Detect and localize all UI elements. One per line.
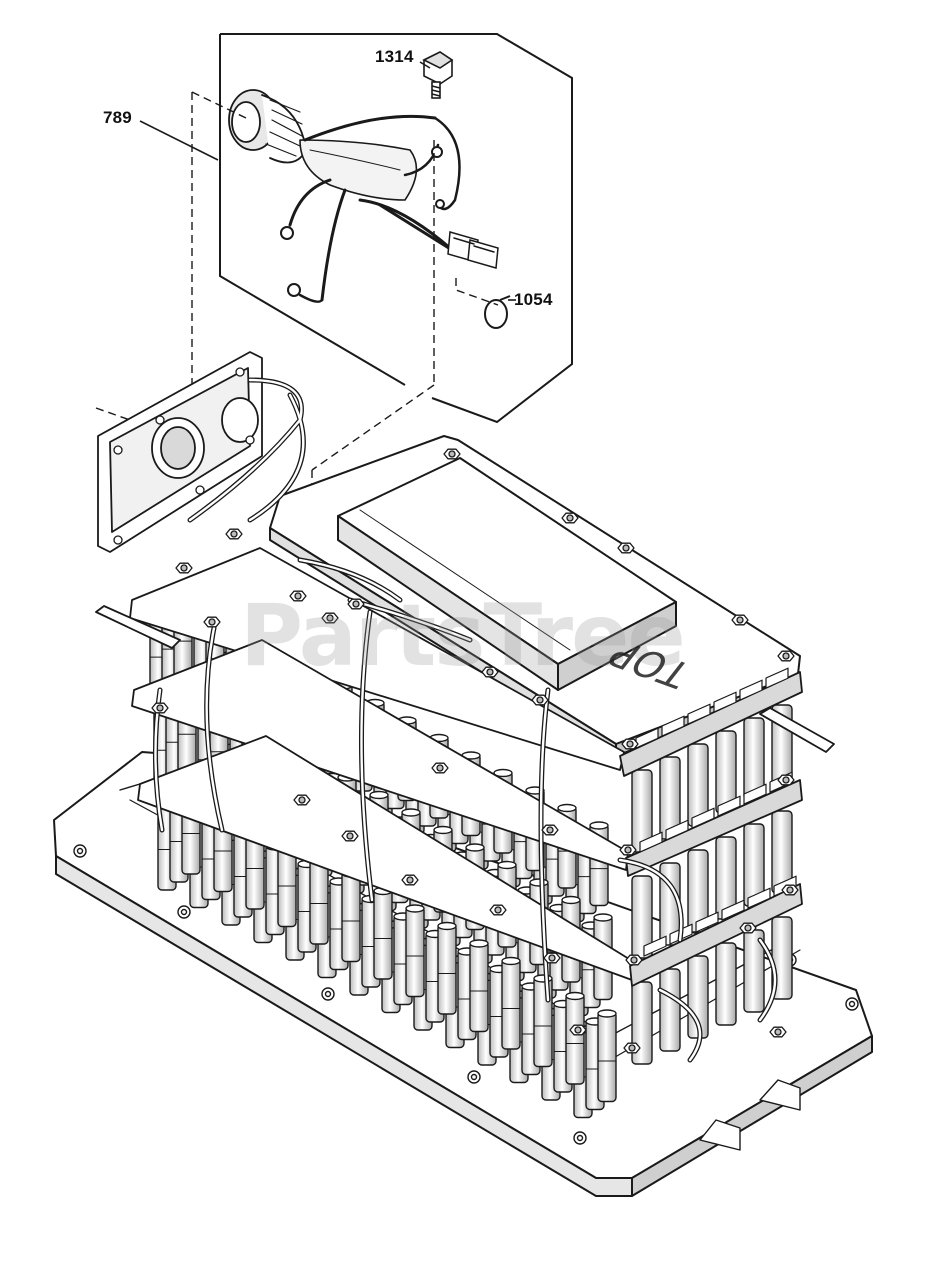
hex-nut [569,1024,587,1036]
callout-1054: 1054 [514,290,553,309]
hex-nut [175,562,193,574]
bus-bar-segment [739,679,763,701]
battery-cell [373,886,393,980]
battery-cell [469,939,489,1033]
battery-cell [715,942,737,1026]
hex-nut [293,794,311,806]
battery-cell [501,956,521,1050]
watermark-text: PartsTree [240,586,686,686]
wiring-harness-789 [228,89,499,303]
hex-nut [203,616,221,628]
hex-nut [769,1026,787,1038]
hex-nut [619,844,637,856]
hex-nut [781,884,799,896]
bus-bars [635,667,797,957]
tie-rods [95,605,835,753]
battery-pack-assembly [53,351,873,1197]
battery-cell [659,968,681,1052]
base-tray-mounting-holes [73,844,859,1145]
hex-nut [777,650,795,662]
leader-lines [139,61,516,301]
callout-1314: 1314 [375,47,414,66]
hex-nut [739,922,757,934]
battery-cell [687,849,709,933]
hex-nut [151,702,169,714]
hex-nut [289,590,307,602]
hex-nut [431,762,449,774]
bus-bar-segment [639,831,663,853]
battery-cell [437,921,457,1015]
bus-bar-segment [747,887,771,909]
hex-nut [543,952,561,964]
sense-wires-inner [154,378,777,1062]
bus-bar-segment [765,667,789,689]
battery-cell [565,991,585,1085]
callout-789: 789 [103,108,132,127]
bus-bar-segment [695,911,719,933]
hex-nut [731,614,749,626]
harness-plug-connectors [447,231,499,269]
hex-nuts [151,448,799,1054]
bus-bar-segment [691,807,715,829]
cable-tie-1054 [484,295,511,329]
bus-bar-segment [665,819,689,841]
battery-cell [341,869,361,963]
hex-nut [489,904,507,916]
harness-inset-box [219,33,573,424]
tier-plates [129,547,803,987]
bus-bar-segment [687,703,711,725]
bus-bar-segment [717,795,741,817]
hex-nut [623,1042,641,1054]
bus-bar-segment [721,899,745,921]
hex-nut [777,774,795,786]
hex-nut [347,598,365,610]
hex-nut [341,830,359,842]
control-module [337,457,677,691]
hex-nut [561,512,579,524]
hex-nut [321,612,339,624]
hex-nut [531,694,549,706]
hex-nut [625,954,643,966]
battery-cell [597,1009,617,1103]
hex-nut [225,528,243,540]
hex-nut [541,824,559,836]
bus-bar-segment [743,783,767,805]
bolt-1314 [422,51,454,99]
battery-cell [631,875,653,959]
hex-nut [401,874,419,886]
bus-bar-segment [661,715,685,737]
connector-flange-plate [97,351,263,553]
bus-bar-segment [713,691,737,713]
hex-nut [621,738,639,750]
bus-bar-segment [643,935,667,957]
hex-nut [443,448,461,460]
hex-nut [617,542,635,554]
battery-cell [405,904,425,998]
hex-nut [481,666,499,678]
round-connector [228,89,307,164]
